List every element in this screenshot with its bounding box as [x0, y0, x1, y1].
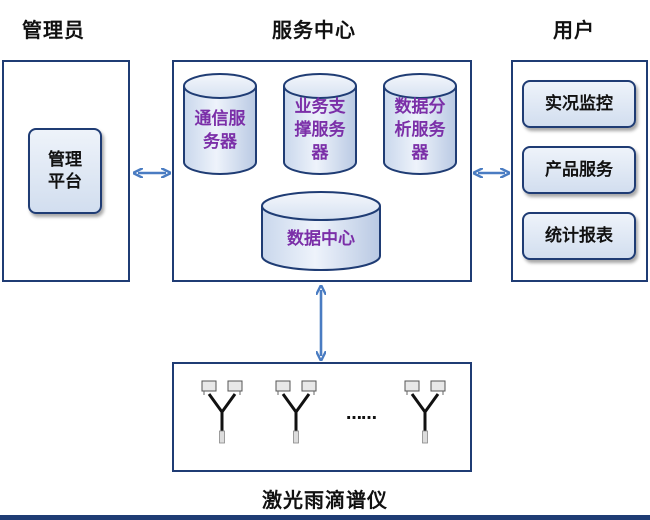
footer-bar [0, 515, 650, 520]
user-item-statistics-report: 统计报表 [522, 212, 636, 260]
user-item-product-service: 产品服务 [522, 146, 636, 194]
analysis-server-line3: 器 [411, 143, 429, 163]
disdrometer-icon [404, 380, 446, 444]
sensor-ellipsis: …… [346, 404, 377, 423]
admin-panel [2, 60, 130, 282]
analysis-server-line2: 析服务 [394, 120, 446, 140]
management-platform-line2: 平台 [48, 172, 82, 192]
user-heading: 用户 [553, 18, 595, 42]
support-server-line2: 撑服务 [294, 120, 346, 140]
disdrometer-icon [275, 380, 317, 444]
admin-heading: 管理员 [22, 18, 85, 42]
support-server-line1: 业务支 [294, 97, 346, 117]
support-server-label: 业务支 撑服务 器 [284, 96, 356, 165]
management-platform-box: 管理 平台 [28, 128, 102, 214]
support-server-line3: 器 [311, 143, 329, 163]
comm-server-line1: 通信服 [194, 109, 246, 129]
analysis-server-cylinder [383, 73, 457, 175]
data-center-cylinder [261, 191, 381, 271]
comm-server-label: 通信服 务器 [184, 108, 256, 154]
support-server-cylinder [283, 73, 357, 175]
analysis-server-label: 数据分 析服务 器 [384, 96, 456, 165]
disdrometer-icon [201, 380, 243, 444]
analysis-server-line1: 数据分 [394, 97, 446, 117]
user-item-live-monitoring: 实况监控 [522, 80, 636, 128]
management-platform-line1: 管理 [48, 150, 82, 170]
service-center-heading: 服务中心 [272, 18, 356, 42]
comm-server-line2: 务器 [203, 132, 237, 152]
sensor-heading: 激光雨滴谱仪 [262, 488, 388, 512]
data-center-label: 数据中心 [287, 229, 355, 249]
comm-server-cylinder [183, 73, 257, 175]
